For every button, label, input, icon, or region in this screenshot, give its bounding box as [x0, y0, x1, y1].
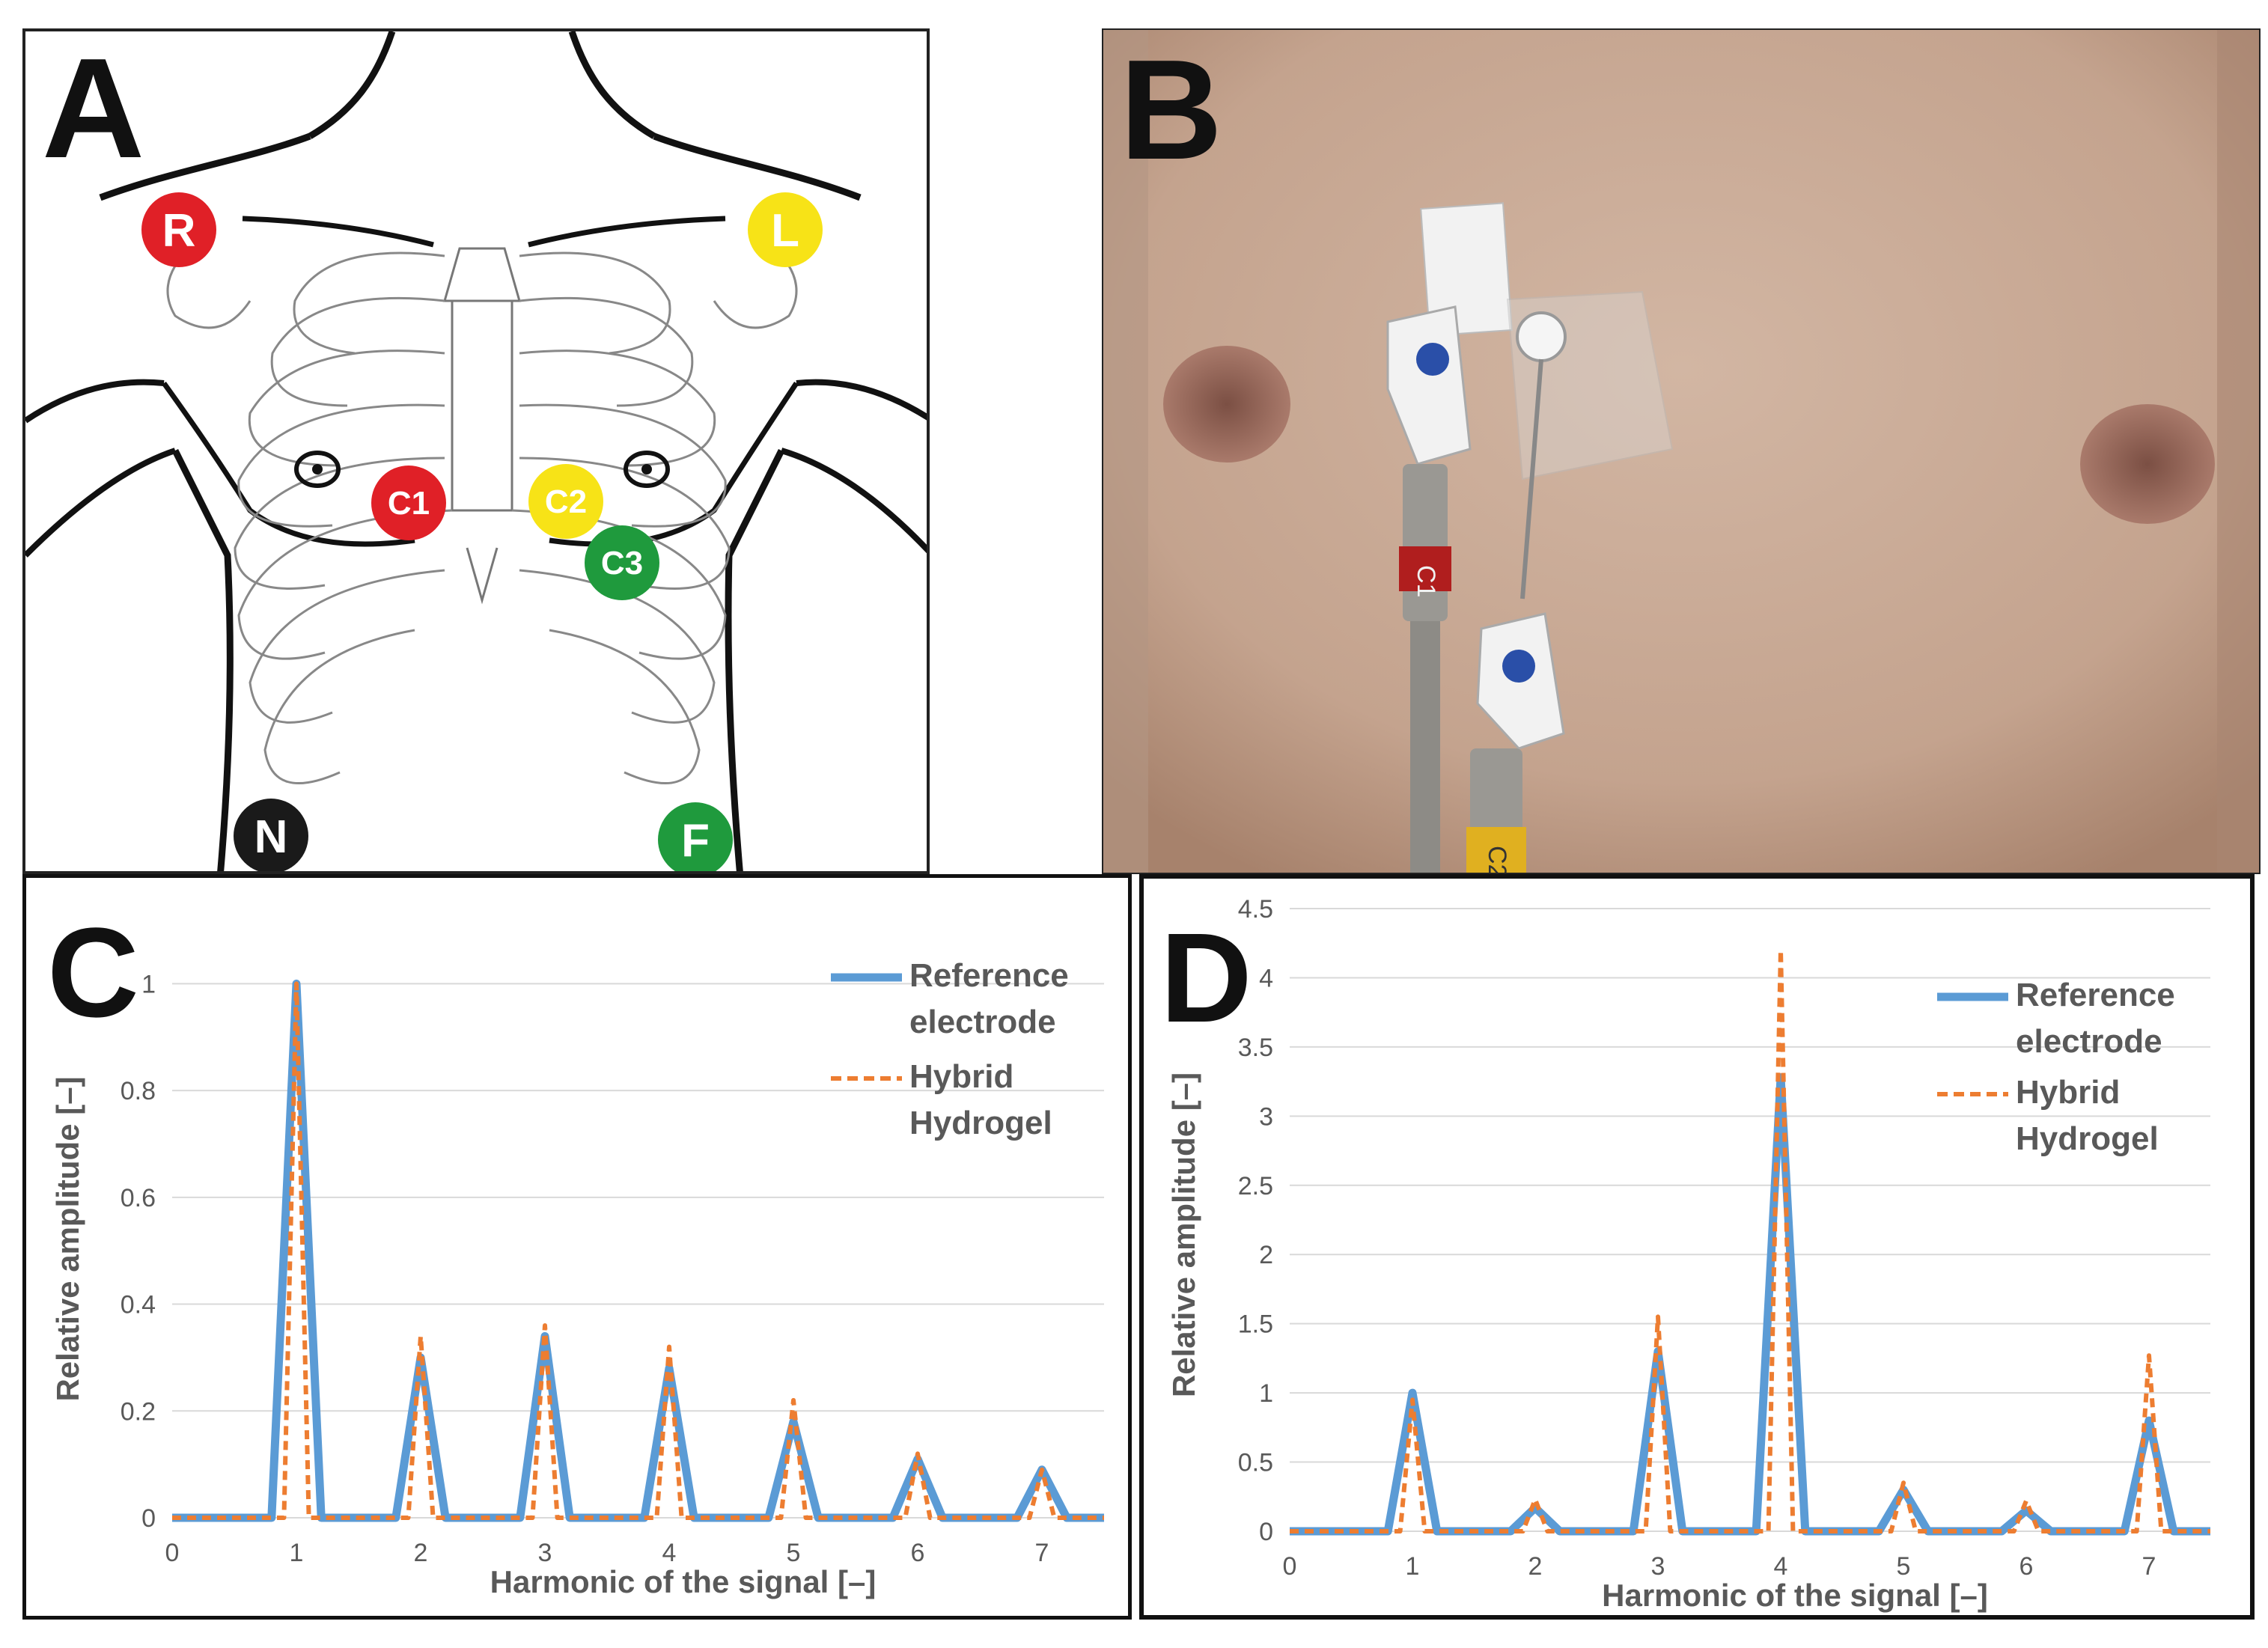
x-tick-label: 1: [290, 1539, 304, 1567]
x-tick-label: 6: [2019, 1552, 2034, 1581]
electrode-label: C3: [601, 545, 643, 582]
legend-label: Hydrogel: [909, 1105, 1052, 1141]
panel-b-photo: C1 C2 B: [1102, 28, 2261, 874]
legend-label: Hydrogel: [2016, 1120, 2159, 1157]
y-tick-label: 3.5: [1238, 1034, 1273, 1062]
x-tick-label: 0: [165, 1539, 180, 1567]
y-tick-label: 2: [1259, 1241, 1273, 1269]
right-nipple-icon: [624, 451, 670, 488]
electrode-c2-marker: C2: [528, 464, 603, 539]
y-tick-label: 0.2: [121, 1397, 156, 1426]
x-axis-title: Harmonic of the signal [–]: [490, 1564, 877, 1599]
y-tick-label: 1: [141, 970, 156, 998]
y-tick-label: 1.5: [1238, 1310, 1273, 1339]
series-line-hybrid: [172, 981, 1104, 1520]
panel-letter-a: A: [42, 29, 145, 188]
x-tick-label: 4: [662, 1539, 677, 1567]
left-nipple-icon: [294, 451, 341, 488]
y-tick-label: 0.6: [121, 1184, 156, 1212]
y-axis-title: Relative amplitude [–]: [1166, 1072, 1201, 1397]
electrode-c3-marker: C3: [585, 525, 659, 600]
electrode-patch: [1420, 202, 1674, 599]
x-tick-label: 6: [911, 1539, 925, 1567]
cable-tag-c1: C1: [1412, 565, 1440, 597]
x-tick-label: 3: [538, 1539, 552, 1567]
y-tick-label: 3: [1259, 1102, 1273, 1131]
legend-label: Hybrid: [909, 1058, 1013, 1095]
y-tick-label: 0.4: [121, 1291, 156, 1319]
x-tick-label: 7: [2142, 1552, 2156, 1581]
electrode-label: N: [254, 811, 288, 863]
right-nipple-photo: [2080, 404, 2215, 524]
y-tick-label: 2.5: [1238, 1172, 1273, 1200]
x-tick-label: 2: [1528, 1552, 1543, 1581]
x-tick-label: 5: [787, 1539, 801, 1567]
y-tick-label: 0.8: [121, 1077, 156, 1105]
x-tick-label: 7: [1035, 1539, 1049, 1567]
x-tick-label: 5: [1897, 1552, 1911, 1581]
x-tick-label: 4: [1774, 1552, 1788, 1581]
legend-label: Reference: [2016, 977, 2175, 1013]
electrode-clip-c1: [1386, 305, 1472, 873]
legend-label: Reference: [909, 957, 1069, 994]
y-tick-label: 4.5: [1238, 895, 1273, 924]
legend-label: electrode: [909, 1004, 1056, 1040]
panel-letter-b: B: [1120, 31, 1223, 189]
electrode-label: C2: [545, 483, 587, 520]
y-tick-label: 0.5: [1238, 1449, 1273, 1477]
electrode-c1-marker: C1: [371, 466, 446, 540]
electrode-label: R: [162, 205, 196, 257]
panel-letter-d: D: [1160, 907, 1252, 1049]
x-tick-label: 2: [414, 1539, 428, 1567]
left-nipple-photo: [1163, 346, 1290, 463]
electrode-l-marker: L: [748, 192, 823, 267]
x-tick-label: 3: [1651, 1552, 1665, 1581]
y-tick-label: 4: [1259, 964, 1273, 992]
x-tick-label: 1: [1406, 1552, 1420, 1581]
chest-photo-illustration: C1 C2: [1103, 30, 2259, 874]
electrode-label: L: [771, 205, 799, 257]
cable-tag-c2: C2: [1483, 846, 1511, 874]
panel-letter-c: C: [47, 902, 139, 1044]
electrode-n-marker: N: [234, 799, 308, 871]
legend-label: Hybrid: [2016, 1074, 2120, 1111]
electrode-label: F: [681, 815, 710, 867]
x-tick-label: 0: [1283, 1552, 1297, 1581]
y-axis-title: Relative amplitude [–]: [50, 1076, 85, 1401]
electrode-clip-c2: [1466, 612, 1565, 873]
y-tick-label: 0: [1259, 1518, 1273, 1546]
electrode-r-marker: R: [141, 192, 216, 267]
y-tick-label: 0: [141, 1504, 156, 1533]
legend-label: electrode: [2016, 1023, 2162, 1060]
electrode-label: C1: [388, 485, 430, 522]
x-axis-title: Harmonic of the signal [–]: [1602, 1578, 1988, 1613]
y-tick-label: 1: [1259, 1379, 1273, 1408]
electrode-f-marker: F: [658, 802, 733, 871]
series-line-hybrid: [1290, 947, 2210, 1533]
